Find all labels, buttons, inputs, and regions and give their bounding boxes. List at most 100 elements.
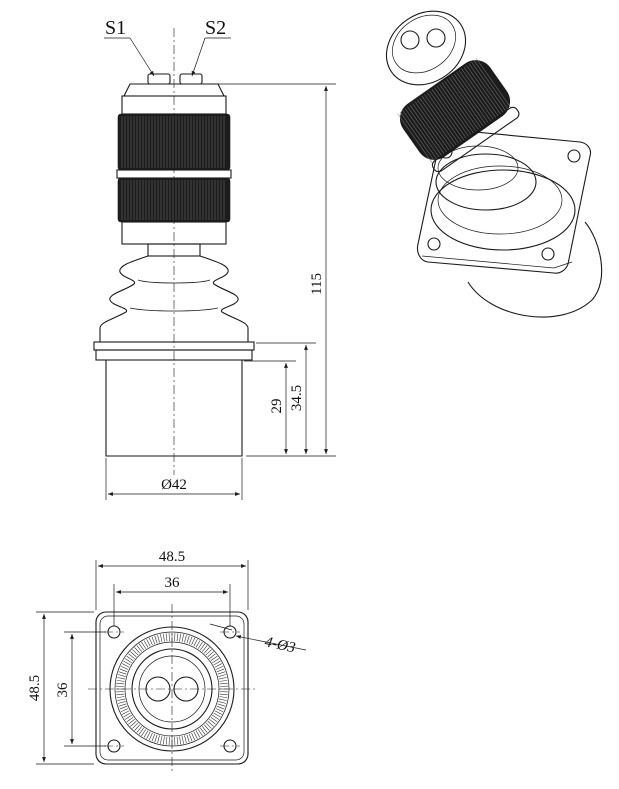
knurl-tick	[179, 633, 182, 642]
knurl-tick	[116, 693, 125, 696]
knurl-line	[419, 97, 455, 148]
knurl-tick	[118, 703, 127, 707]
knurl-line	[409, 104, 445, 155]
knurl-tick	[117, 701, 126, 704]
grip-knurl-upper	[117, 113, 231, 171]
knurl-tick	[121, 710, 130, 715]
knurl-tick	[134, 724, 141, 731]
knurl-line	[414, 101, 450, 151]
knurl-line	[434, 87, 470, 138]
dim-36-h-label: 36	[165, 575, 181, 591]
iso-mount-hole-4	[541, 247, 555, 261]
knurl-tick	[154, 635, 158, 644]
knurl-tick	[176, 736, 179, 745]
body-cylinder	[105, 359, 243, 457]
knurl-line	[446, 78, 482, 129]
knurl-tick	[186, 635, 190, 644]
front-elevation-view: S1 S2 115 34.5 29 Ø42	[93, 17, 336, 500]
knurl-tick	[162, 633, 165, 642]
knurl-tick	[214, 663, 223, 668]
knurl-tick	[148, 637, 153, 646]
knurl-tick	[181, 735, 184, 744]
knurl-tick	[215, 665, 224, 670]
knurl-tick	[160, 735, 163, 744]
knurl-tick	[126, 716, 134, 723]
s2-label: S2	[205, 17, 226, 39]
holes-note-leader	[235, 635, 307, 651]
knurl-tick	[143, 640, 149, 648]
dim-115-label: 115	[309, 273, 325, 295]
knurl-line	[417, 99, 452, 150]
knurl-tick	[209, 718, 216, 725]
knurl-tick	[151, 636, 156, 645]
knurl-tick	[201, 726, 208, 733]
dim-48-5-h-label: 48.5	[159, 549, 185, 565]
knurl-tick	[195, 640, 201, 648]
knurl-tick	[181, 634, 184, 643]
iso-mount-hole-3	[427, 237, 441, 251]
knurl-line	[444, 80, 479, 131]
knurl-tick	[216, 668, 225, 673]
knurl-line	[399, 111, 435, 162]
knurl-tick	[191, 637, 196, 646]
knurl-tick	[217, 671, 226, 675]
bellows-boot	[99, 255, 249, 342]
knurl-line	[441, 82, 477, 132]
knurl-tick	[124, 714, 132, 720]
knurl-tick	[205, 649, 212, 656]
knurl-tick	[203, 724, 210, 731]
holes-note-label: 4-Ø3	[263, 634, 296, 656]
knurl-tick	[218, 677, 227, 680]
knurl-tick	[119, 668, 128, 673]
iso-housing-lower	[467, 221, 603, 318]
knurl-tick	[193, 731, 198, 740]
knurl-tick	[218, 674, 227, 677]
knurl-tick	[117, 677, 126, 680]
knurl-tick	[134, 647, 141, 654]
knurl-line	[451, 75, 487, 125]
knurl-tick	[136, 726, 143, 733]
knurl-tick	[219, 693, 228, 696]
knurl-tick	[219, 696, 228, 699]
knurl-line	[453, 73, 489, 124]
knurl-line	[466, 65, 502, 115]
knurl-tick	[116, 696, 125, 699]
top-knurl-ticks	[116, 633, 228, 745]
knurl-tick	[217, 703, 226, 707]
knurl-tick	[184, 634, 187, 643]
knurl-tick	[151, 733, 156, 742]
knurl-tick	[120, 665, 129, 670]
knurl-tick	[212, 714, 220, 720]
knurl-tick	[219, 679, 228, 682]
knurl-tick	[179, 736, 182, 745]
knurl-tick	[165, 633, 168, 642]
isometric-view	[385, 10, 603, 318]
knurl-line	[461, 68, 497, 119]
knurl-tick	[215, 708, 224, 713]
top-plan-view: 48.5 36 48.5 36 4-Ø3	[27, 549, 307, 774]
knurl-line	[458, 70, 494, 120]
knurl-tick	[138, 727, 145, 735]
knurl-tick	[184, 735, 187, 744]
knurl-tick	[209, 653, 216, 660]
knurl-tick	[160, 634, 163, 643]
knurl-line	[404, 108, 440, 158]
knurl-line	[471, 61, 506, 112]
knurl-tick	[117, 698, 126, 701]
iso-top-cap	[385, 10, 467, 86]
s1-leader	[129, 37, 155, 77]
iso-boot	[435, 153, 537, 211]
knurl-tick	[216, 705, 225, 710]
knurl-tick	[199, 643, 206, 651]
knurl-line	[412, 103, 448, 153]
grip-neck	[147, 243, 201, 257]
knurl-tick	[130, 720, 137, 727]
knurl-tick	[146, 638, 151, 647]
knurl-tick	[162, 736, 165, 745]
knurl-line	[431, 89, 467, 139]
knurl-tick	[188, 636, 193, 645]
knurl-tick	[214, 710, 223, 715]
knurl-tick	[186, 734, 190, 743]
knurl-tick	[205, 722, 212, 729]
knurl-line	[449, 77, 484, 127]
